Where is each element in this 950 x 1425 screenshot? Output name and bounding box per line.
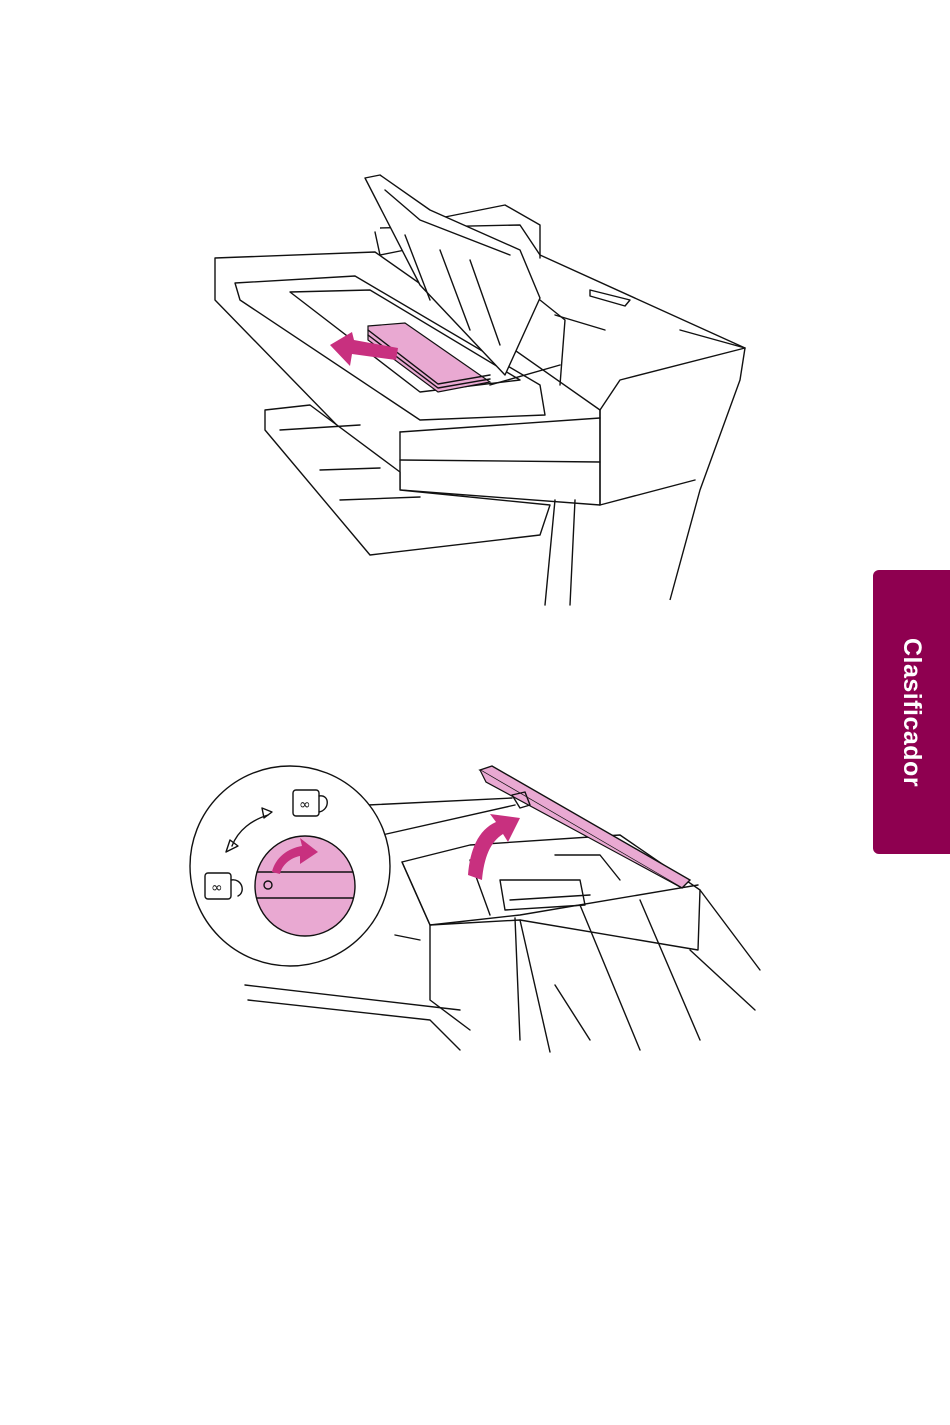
stapler-cover-illustration: ∞ ∞ bbox=[0, 0, 950, 1080]
svg-text:∞: ∞ bbox=[211, 880, 223, 896]
section-tab-label: Clasificador bbox=[897, 637, 926, 786]
section-side-tab: Clasificador bbox=[873, 570, 950, 854]
svg-text:∞: ∞ bbox=[299, 797, 311, 813]
